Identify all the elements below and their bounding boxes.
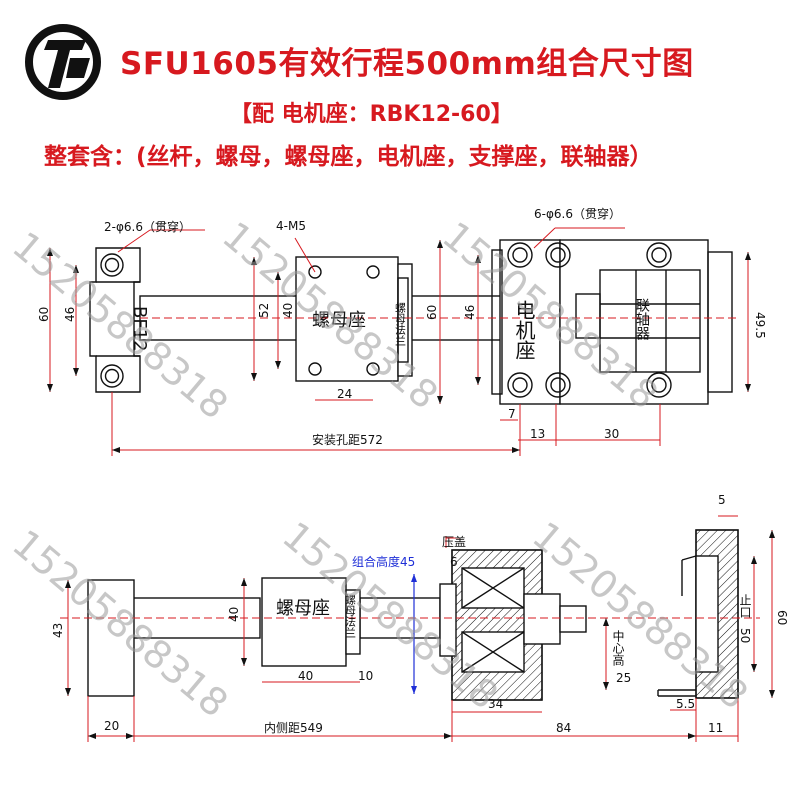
cover-label: 压盖: [442, 535, 466, 549]
motor-seat-model: 【配 电机座：RBK12-60】: [230, 102, 513, 127]
bf-hole-label: 2-φ6.6（贯穿）: [104, 219, 191, 234]
combo-height-arrows: [411, 574, 417, 694]
nut-seat-side: [261, 577, 361, 667]
bf-model-label: BF12: [129, 306, 150, 352]
nut-seat-top: [295, 256, 413, 382]
dim-11: 11: [708, 721, 723, 735]
stop-dim: 50: [738, 628, 752, 643]
nut-side-flange-dim: 10: [358, 669, 373, 683]
nut-thread-label: 4-M5: [276, 219, 306, 233]
nut-hole-span-dim: 40: [281, 303, 295, 318]
dim-7: 7: [508, 407, 516, 421]
nut-flange-label-side: 螺母法兰: [344, 594, 357, 638]
cover-dim: 6: [450, 555, 458, 569]
page-title: SFU1605有效行程500mm组合尺寸图: [120, 46, 694, 82]
bf-height-dim: 60: [37, 307, 51, 322]
nut-side-height-dim: 40: [227, 607, 241, 622]
nut-seat-label-side: 螺母座: [276, 598, 330, 619]
bf-hole-span-dim: 46: [63, 307, 77, 322]
nut-seat-label-top: 螺母座: [312, 310, 366, 331]
motor-seat-label: 电机座: [512, 300, 536, 360]
nut-height-dim: 52: [257, 303, 271, 318]
dim-13: 13: [530, 427, 545, 441]
motor-seat-top: [491, 239, 733, 405]
bf-side-width-dim: 20: [104, 719, 119, 733]
bf12-support-top: [89, 247, 141, 393]
top-view-arrows: [47, 240, 751, 453]
dim-84: 84: [556, 721, 571, 735]
side-view: [60, 529, 760, 701]
coupler-flange-side: [657, 529, 739, 699]
mount-distance-dim: 安装孔距572: [312, 432, 383, 447]
top-view-dimensions: [49, 227, 749, 456]
nut-flange-label-top: 螺母法兰: [394, 302, 407, 346]
bf-side-height-dim: 43: [51, 623, 65, 638]
motor-seat-side: [439, 549, 587, 701]
motor-hole-label: 6-φ6.6（贯穿）: [534, 206, 621, 221]
dim-30: 30: [604, 427, 619, 441]
dim-34: 34: [488, 697, 503, 711]
stop-label: 止口: [738, 594, 752, 618]
combo-height-label: 组合高度45: [352, 554, 415, 569]
dim-5: 5: [718, 493, 726, 507]
motor-side-dim: 49.5: [753, 312, 767, 339]
dim-5-5: 5.5: [676, 697, 695, 711]
motor-height-dim: 60: [425, 305, 439, 320]
top-view: [89, 239, 740, 405]
bf12-support-side: [87, 579, 135, 697]
side-view-arrows: [65, 530, 775, 739]
side-view-dimensions: [67, 515, 773, 742]
center-height-dim: 25: [616, 671, 631, 685]
motor-hole-span-dim: 46: [463, 305, 477, 320]
inner-distance-dim: 内侧距549: [264, 721, 323, 735]
brand-logo: [25, 24, 101, 100]
nut-side-len-dim: 40: [298, 669, 313, 683]
outer-height-dim: 60: [775, 610, 789, 625]
nut-hole-width-dim: 24: [337, 387, 352, 401]
center-height-label: 中心高: [611, 629, 625, 667]
kit-contents: 整套含：(丝杆，螺母，螺母座，电机座，支撑座，联轴器）: [44, 144, 653, 170]
coupler-label: 联轴器: [634, 298, 650, 340]
